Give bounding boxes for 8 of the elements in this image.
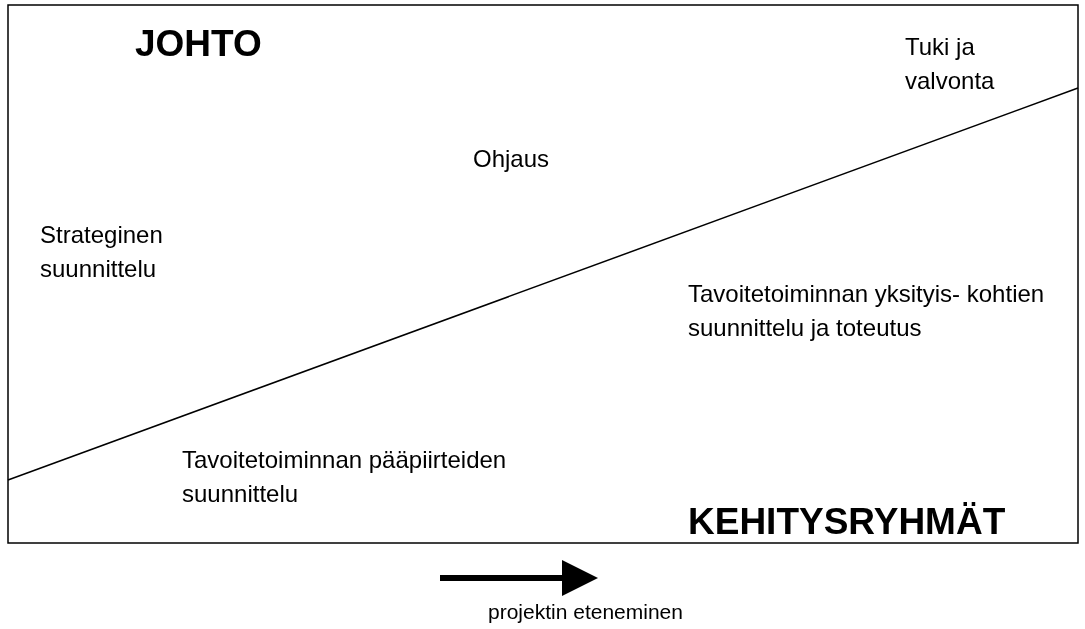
caption: projektin eteneminen: [488, 599, 683, 625]
region-label: Ohjaus: [473, 144, 550, 174]
region-label: Tavoitetoiminnan yksityis- kohtien suunnittelu ja toteutus: [688, 279, 1046, 343]
heading: JOHTO: [135, 22, 262, 66]
region-label: Strateginen suunnittelu: [40, 220, 164, 284]
heading: KEHITYSRYHMÄT: [688, 500, 1006, 544]
region-label: Tavoitetoiminnan pääpiirteiden suunnittelu: [182, 445, 508, 509]
region-label: Tuki ja valvonta: [905, 32, 996, 96]
